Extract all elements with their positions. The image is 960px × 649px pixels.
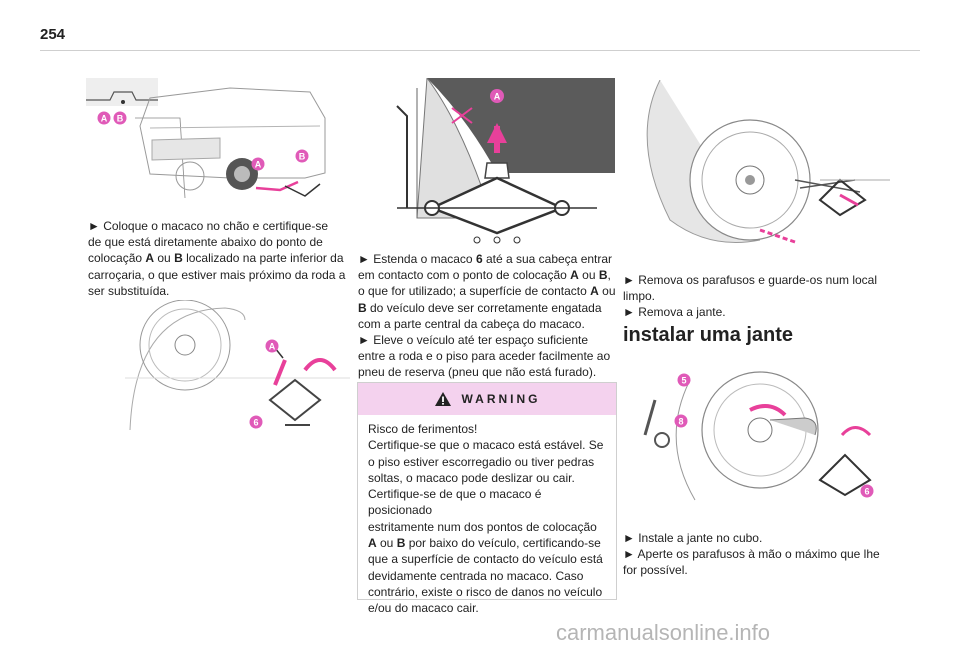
badge-8-label: 8 [678, 417, 683, 427]
figure-remove-bolts [646, 80, 890, 244]
header-rule [40, 50, 920, 51]
col2-paragraph: ► Estenda o macaco 6 até a sua cabeça en… [358, 251, 616, 381]
badge-8-icon [674, 414, 688, 428]
figure-install-wheel: 5 8 6 [643, 371, 874, 501]
warning-title: WARNING [461, 392, 541, 406]
badge-a-icon [97, 111, 111, 125]
warning-box: WARNING Risco de ferimentos! Certifique-… [357, 382, 617, 615]
badge-a-icon [490, 89, 504, 103]
badge-6-icon [249, 415, 263, 429]
col2-line-1: ► Estenda o macaco 6 até a sua cabeça en… [358, 252, 613, 266]
col1-line-5: ser substituída. [88, 283, 170, 298]
col2-line-8: pneu de reserva (pneu que não está furad… [358, 365, 597, 380]
col2-line-4: B do veículo deve ser corretamente engat… [358, 300, 602, 315]
badge-6-label: 6 [864, 487, 869, 497]
warning-body: Risco de ferimentos! Certifique-se que o… [368, 422, 604, 616]
badge-a2-icon [251, 157, 265, 171]
col1-line-3: colocação A ou B localizado na parte inf… [88, 251, 344, 266]
badge-b-label: B [117, 114, 124, 124]
col2-line-6: ► Eleve o veículo até ter espaço suficie… [358, 333, 589, 348]
col1-line-4: carroçaria, o que estiver mais próximo d… [88, 267, 346, 282]
badge-a-label: A [494, 92, 501, 102]
badge-b2-label: B [299, 152, 306, 162]
col3-paragraph-1: ► Remova os parafusos e guarde-os num lo… [623, 273, 878, 320]
section-heading: instalar uma jante [623, 324, 794, 346]
col2-line-5: com a parte central da cabeça do macaco. [358, 316, 585, 331]
figure-jack-rotation: A 6 [125, 300, 350, 431]
badge-6-icon [860, 484, 874, 498]
badge-6-label: 6 [253, 418, 258, 428]
figure-jack-closeup: A [357, 78, 615, 246]
badge-a-label: A [269, 342, 276, 352]
col1-line-1: ► Coloque o macaco no chão e certifique-… [88, 219, 329, 233]
col2-line-3: o que for utilizado; a superfície de con… [358, 284, 616, 299]
col2-line-7: entre a roda e o piso para aceder facilm… [358, 349, 611, 364]
badge-5-icon [677, 373, 691, 387]
page-number: 254 [40, 26, 66, 43]
badge-b2-icon [295, 149, 309, 163]
badge-b-icon [113, 111, 127, 125]
col3-paragraph-2: ► Instale a jante no cubo. ► Aperte os p… [623, 531, 880, 578]
col2-line-2: em contacto com o ponto de colocação A o… [358, 268, 611, 283]
badge-a-icon [265, 339, 279, 353]
warning-header: WARNING [358, 383, 616, 415]
watermark: carmanualsonline.info [556, 620, 771, 645]
col1-paragraph: ► Coloque o macaco no chão e certifique-… [88, 218, 348, 299]
badge-a-label: A [101, 114, 108, 124]
badge-a2-label: A [255, 160, 262, 170]
col1-line-2: de que está diretamente abaixo do ponto … [88, 235, 323, 250]
badge-5-label: 5 [681, 376, 686, 386]
warning-icon [434, 392, 451, 406]
figure-van-jack-points: A B A B [86, 78, 326, 199]
